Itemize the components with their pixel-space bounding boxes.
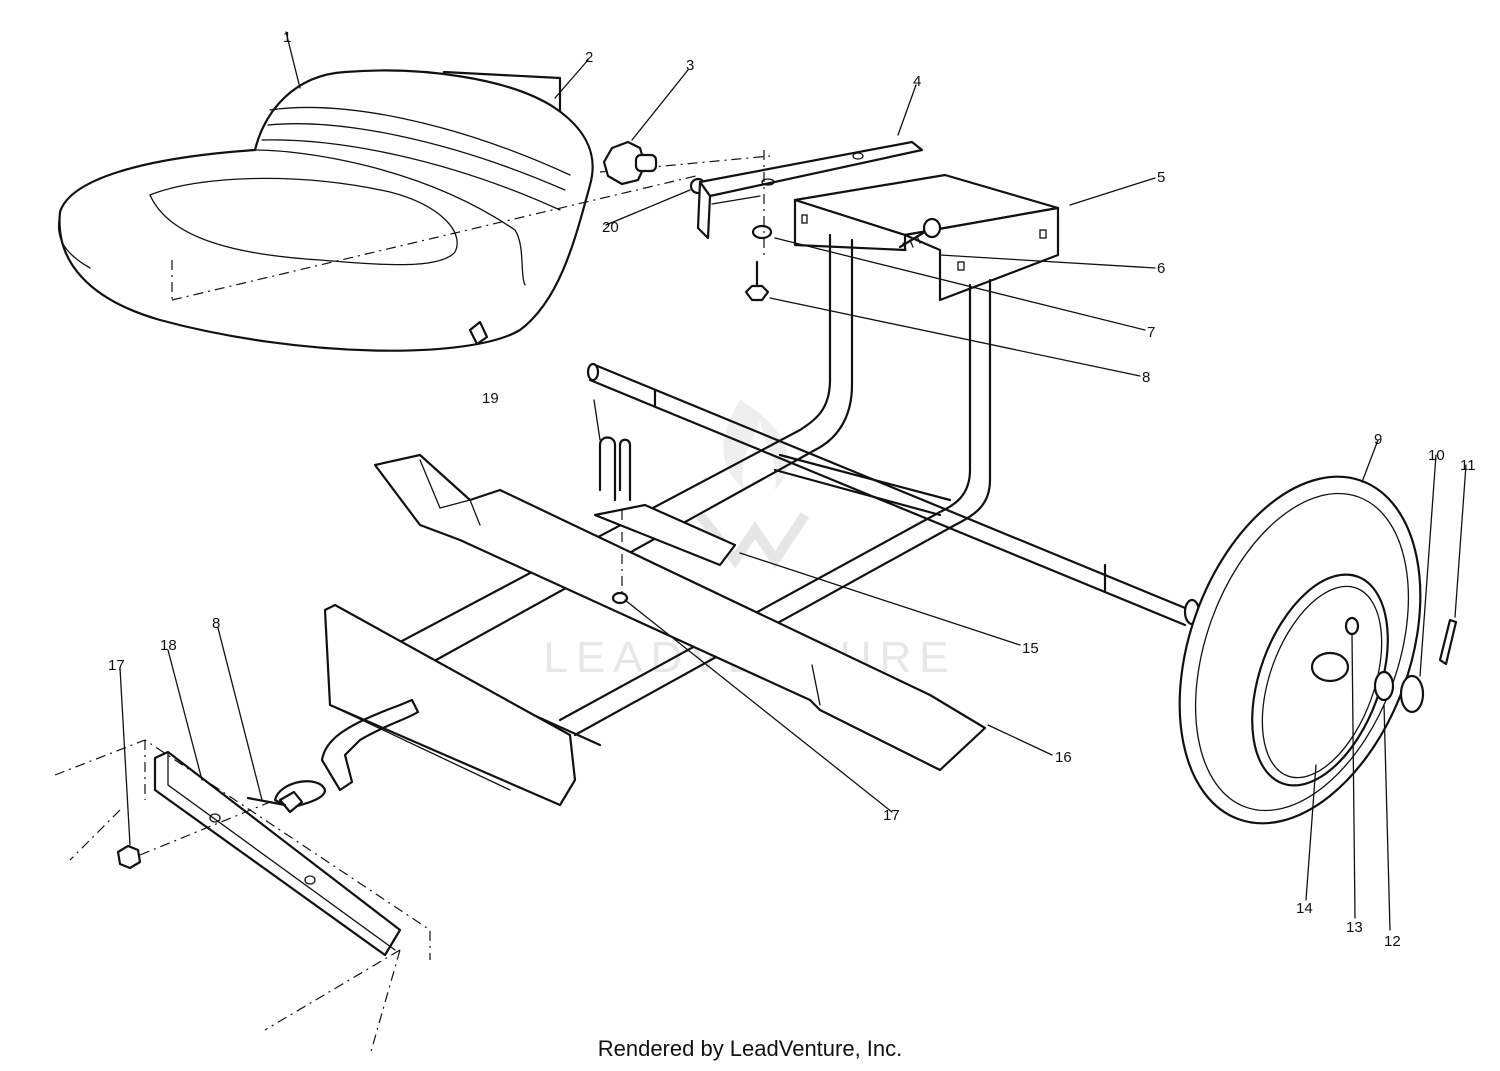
- main-frame: [383, 233, 992, 747]
- callout-8b: 8: [212, 615, 220, 632]
- callout-13: 13: [1346, 919, 1363, 936]
- callout-5: 5: [1157, 169, 1165, 186]
- hex-bolt-8: [744, 284, 770, 302]
- lock-washer-7: [751, 224, 773, 240]
- seat-mount-box: [793, 173, 1060, 302]
- callout-12: 12: [1384, 933, 1401, 950]
- footer-credit: Rendered by LeadVenture, Inc.: [597, 1036, 903, 1061]
- callout-20: 20: [602, 219, 619, 236]
- callout-14: 14: [1296, 900, 1313, 917]
- knob: [602, 140, 707, 195]
- cotter-pin-11: [1438, 618, 1458, 666]
- front-plate: [320, 603, 577, 807]
- fasteners-top: [744, 150, 942, 302]
- callout-2: 2: [585, 49, 593, 66]
- callout-11: 11: [1460, 457, 1476, 474]
- callout-17: 17: [883, 807, 900, 824]
- nut-17: [611, 591, 629, 605]
- bearing-12: [1373, 670, 1395, 702]
- callout-18: 18: [160, 637, 177, 654]
- callout-9: 9: [1374, 431, 1382, 448]
- callout-7: 7: [1147, 324, 1155, 341]
- seat: [57, 69, 771, 352]
- callout-6: 6: [1157, 260, 1165, 277]
- callout-16: 16: [1055, 749, 1072, 766]
- leader-lines: [119, 31, 1467, 931]
- seat-support: [696, 140, 924, 240]
- callout-4: 4: [913, 73, 921, 90]
- washer-10: [1399, 674, 1425, 714]
- seat-shell: [58, 69, 594, 352]
- hitch-bracket: [54, 739, 431, 1056]
- foot-rest: [373, 453, 987, 772]
- callout-15: 15: [1022, 640, 1039, 657]
- callout-8: 8: [1142, 369, 1150, 386]
- callouts: 1 2 3 4 5 6 7 8 8 9 10 11 12 13 14 15 16…: [108, 29, 1476, 950]
- callout-3: 3: [686, 57, 694, 74]
- wheel: [1178, 475, 1458, 825]
- callout-10: 10: [1428, 447, 1445, 464]
- callout-19: 19: [482, 390, 499, 407]
- callout-1: 1: [283, 29, 291, 46]
- clamp-plate: [593, 436, 737, 605]
- callout-17b: 17: [108, 657, 125, 674]
- grease-fitting-13: [1344, 616, 1360, 636]
